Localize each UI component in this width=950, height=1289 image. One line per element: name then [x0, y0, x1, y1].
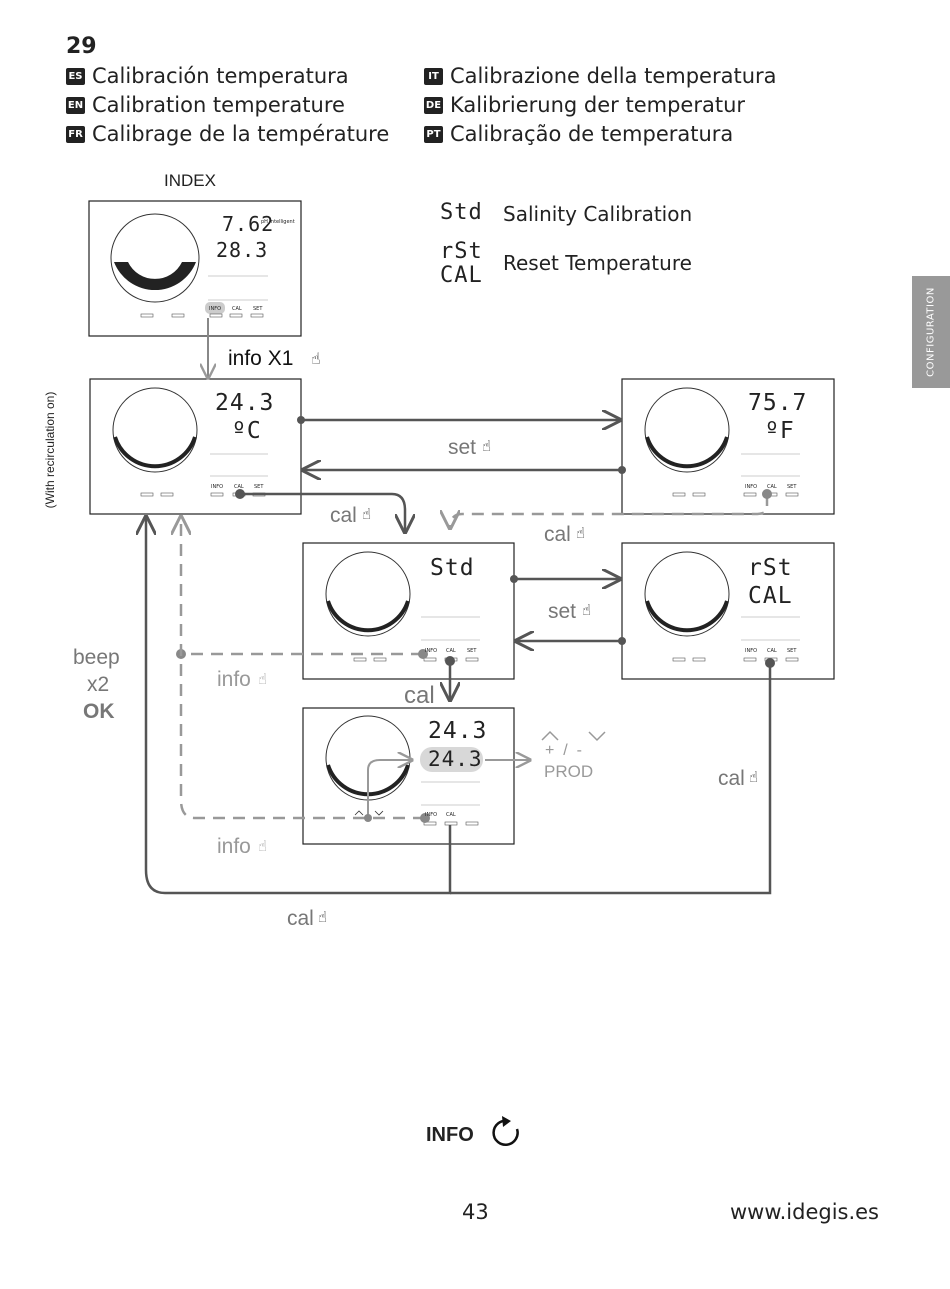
index-set-btn: SET [253, 306, 263, 312]
hand-icon: ☝ [258, 670, 268, 688]
side-tab-configuration: CONFIGURATION [912, 276, 950, 388]
device-screen-3 [302, 542, 515, 680]
hand-icon: ☝ [362, 505, 372, 523]
title-es: ES Calibración temperatura [66, 64, 349, 88]
label-info-x1: info X1 [228, 347, 294, 370]
s2-info-btn: INFO [745, 484, 758, 490]
label-x2: x2 [87, 673, 110, 696]
hand-icon: ☝ [582, 601, 592, 619]
title-de: DE Kalibrierung der temperatur [424, 93, 745, 117]
device-index [88, 200, 302, 337]
title-it-text: Calibrazione della temperatura [450, 64, 777, 88]
title-es-text: Calibración temperatura [92, 64, 349, 88]
label-set-1: set [448, 436, 477, 459]
label-prod: PROD [544, 762, 594, 781]
device-screen-1 [89, 378, 302, 515]
footer-info: INFO [426, 1124, 474, 1146]
legend-std-code: Std [440, 200, 483, 225]
label-cal-4: cal [718, 767, 745, 790]
index-cal-btn: CAL [232, 306, 242, 312]
title-en-text: Calibration temperature [92, 93, 345, 117]
s4-line2: CAL [748, 583, 793, 609]
s1-line2: ºC [232, 418, 262, 444]
label-set-2: set [548, 600, 577, 623]
s5-cal-btn: CAL [446, 812, 456, 818]
legend-rst-code: rSt CAL [440, 239, 483, 288]
fr-flag-icon: FR [66, 125, 85, 143]
s2-line2: ºF [765, 418, 795, 444]
hand-icon: ☝ [311, 349, 321, 368]
label-cal-1: cal [330, 504, 357, 527]
index-label: INDEX [164, 171, 216, 190]
hand-icon: ☝ [258, 837, 268, 855]
label-cal-2: cal [544, 523, 571, 546]
title-it: IT Calibrazione della temperatura [424, 64, 777, 88]
s2-cal-btn: CAL [767, 484, 777, 490]
pt-flag-icon: PT [424, 125, 443, 143]
s3-set-btn: SET [467, 648, 477, 654]
legend-rst-text: Reset Temperature [503, 251, 692, 275]
title-fr-text: Calibrage de la température [92, 122, 390, 146]
device-screen-2 [621, 378, 835, 515]
label-ok: OK [83, 700, 115, 723]
label-cal-5: cal [287, 907, 314, 930]
label-cal-3: cal [404, 682, 435, 709]
s4-set-btn: SET [787, 648, 797, 654]
s2-set-btn: SET [787, 484, 797, 490]
index-tag: pH intelligent [261, 219, 295, 225]
device-screen-5 [302, 707, 515, 845]
hand-icon: ☝ [482, 437, 492, 455]
title-pt: PT Calibração de temperatura [424, 122, 733, 146]
device-screen-4 [621, 542, 835, 680]
label-beep: beep [73, 646, 120, 669]
s5-line2: 24.3 [428, 747, 483, 771]
label-info-2: info [217, 835, 251, 858]
s4-info-btn: INFO [745, 648, 758, 654]
page-number: 43 [462, 1200, 489, 1224]
hand-icon: ☝ [318, 908, 328, 926]
label-info-1: info [217, 668, 251, 691]
de-flag-icon: DE [424, 96, 443, 114]
s3-cal-btn: CAL [446, 648, 456, 654]
website-url: www.idegis.es [730, 1200, 879, 1224]
s1-line1: 24.3 [215, 390, 275, 416]
return-icon [492, 1119, 519, 1147]
title-en: EN Calibration temperature [66, 93, 345, 117]
s1-cal-btn: CAL [234, 484, 244, 490]
hand-icon: ☝ [576, 524, 586, 542]
s1-info-btn: INFO [211, 484, 224, 490]
s4-cal-btn: CAL [767, 648, 777, 654]
title-de-text: Kalibrierung der temperatur [450, 93, 746, 117]
s3-info-btn: INFO [425, 648, 438, 654]
legend-std-text: Salinity Calibration [503, 202, 693, 226]
index-line1: 7.62 [222, 212, 275, 236]
up-chevron-icon [541, 730, 559, 741]
s5-line1: 24.3 [428, 718, 488, 744]
es-flag-icon: ES [66, 67, 85, 85]
index-info-btn: INFO [209, 306, 222, 312]
s4-line1: rSt [748, 555, 793, 581]
en-flag-icon: EN [66, 96, 85, 114]
s2-line1: 75.7 [748, 390, 808, 416]
it-flag-icon: IT [424, 67, 443, 85]
label-plus-minus: + / - [545, 742, 582, 759]
title-pt-text: Calibração de temperatura [450, 122, 734, 146]
hand-icon: ☝ [749, 768, 759, 786]
s3-line1: Std [430, 555, 475, 581]
down-chevron-icon [588, 731, 606, 742]
s1-set-btn: SET [254, 484, 264, 490]
section-number: 29 [66, 34, 97, 59]
title-fr: FR Calibrage de la température [66, 122, 389, 146]
index-line2: 28.3 [216, 238, 269, 262]
s5-info-btn: INFO [425, 812, 438, 818]
